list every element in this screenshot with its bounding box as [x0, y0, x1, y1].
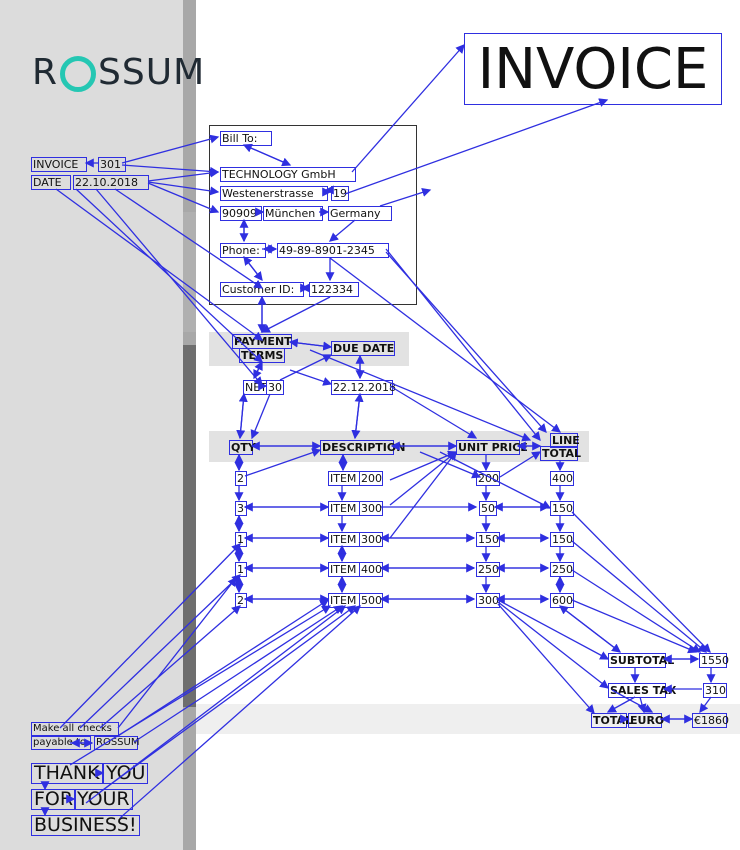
due-date-label: DUE DATE [331, 341, 395, 356]
row-line-total: 150 [550, 501, 574, 516]
subtotal-value: 1550 [699, 653, 729, 668]
date-value: 22.10.2018 [73, 175, 149, 190]
phone-number: 49-89-8901-2345 [277, 243, 389, 258]
col-line-total-2: TOTAL [540, 446, 582, 461]
logo-right: SSUM [98, 51, 206, 93]
sidebar-stripe-dark [183, 345, 196, 707]
row-code: 200 [359, 471, 383, 486]
logo-ring-icon [60, 56, 97, 92]
street-number: 19 [331, 186, 349, 201]
country: Germany [328, 206, 392, 221]
row-item: ITEM [328, 532, 360, 547]
total-label: TOTAL [591, 713, 633, 728]
row-item: ITEM [328, 501, 360, 516]
invoice-label: INVOICE [31, 157, 87, 172]
payment-terms-label-2: TERMS [239, 348, 285, 363]
customer-id: 122334 [309, 282, 359, 297]
zip-code: 90909 [220, 206, 262, 221]
net-days: 30 [266, 380, 284, 395]
row-code: 300 [359, 501, 383, 516]
row-unit-price: 250 [476, 562, 500, 577]
row-code: 300 [359, 532, 383, 547]
payment-terms-label-1: PAYMENT [232, 334, 292, 349]
row-unit-price: 50 [479, 501, 497, 516]
due-date-value: 22.12.2018 [331, 380, 396, 395]
col-line-total-1: LINE [550, 433, 580, 448]
row-item: ITEM [328, 593, 360, 608]
row-qty: 2 [235, 471, 247, 486]
row-qty: 1 [235, 532, 247, 547]
checks-line-1: Make all checks [31, 722, 119, 736]
logo-left: R [32, 51, 59, 93]
street: Westenerstrasse [220, 186, 328, 201]
total-currency: EURO [628, 713, 665, 728]
sales-tax-label: SALES TAX [608, 683, 677, 698]
phone-label: Phone: [220, 243, 266, 258]
subtotal-label: SUBTOTAL [608, 653, 675, 668]
brand-logo: R SSUM [32, 51, 206, 93]
row-qty: 1 [235, 562, 247, 577]
row-line-total: 250 [550, 562, 574, 577]
thanks-word-3: FOR [31, 789, 77, 810]
invoice-title: INVOICE [464, 33, 722, 105]
sales-tax-value: 310 [703, 683, 727, 698]
row-line-total: 400 [550, 471, 574, 486]
row-unit-price: 200 [476, 471, 500, 486]
row-unit-price: 300 [476, 593, 500, 608]
thanks-word-5: BUSINESS! [31, 815, 140, 836]
row-item: ITEM [328, 471, 360, 486]
thanks-word-2: YOU [103, 763, 149, 784]
city: München [263, 206, 323, 221]
row-qty: 3 [235, 501, 247, 516]
row-line-total: 600 [550, 593, 574, 608]
bill-to-label: Bill To: [220, 131, 272, 146]
row-item: ITEM [328, 562, 360, 577]
col-qty: QTY [229, 440, 256, 455]
row-unit-price: 150 [476, 532, 500, 547]
invoice-number: 301 [98, 157, 126, 172]
total-value: €1860 [692, 713, 729, 728]
col-description: DESCRIPTION [320, 440, 406, 455]
thanks-word-4: YOUR [74, 789, 133, 810]
sidebar-notch [183, 212, 196, 332]
thanks-word-1: THANK [31, 763, 103, 784]
customer-id-label: Customer ID: [220, 282, 304, 297]
date-label: DATE [31, 175, 71, 190]
company-name: TECHNOLOGY GmbH [220, 167, 356, 182]
checks-line-2: payable to [31, 736, 91, 750]
row-code: 500 [359, 593, 383, 608]
row-line-total: 150 [550, 532, 574, 547]
col-unit-price: UNIT PRICE [456, 440, 528, 455]
row-qty: 2 [235, 593, 247, 608]
net-label: NET [243, 380, 267, 395]
checks-line-3: ROSSUM [94, 736, 140, 750]
row-code: 400 [359, 562, 383, 577]
